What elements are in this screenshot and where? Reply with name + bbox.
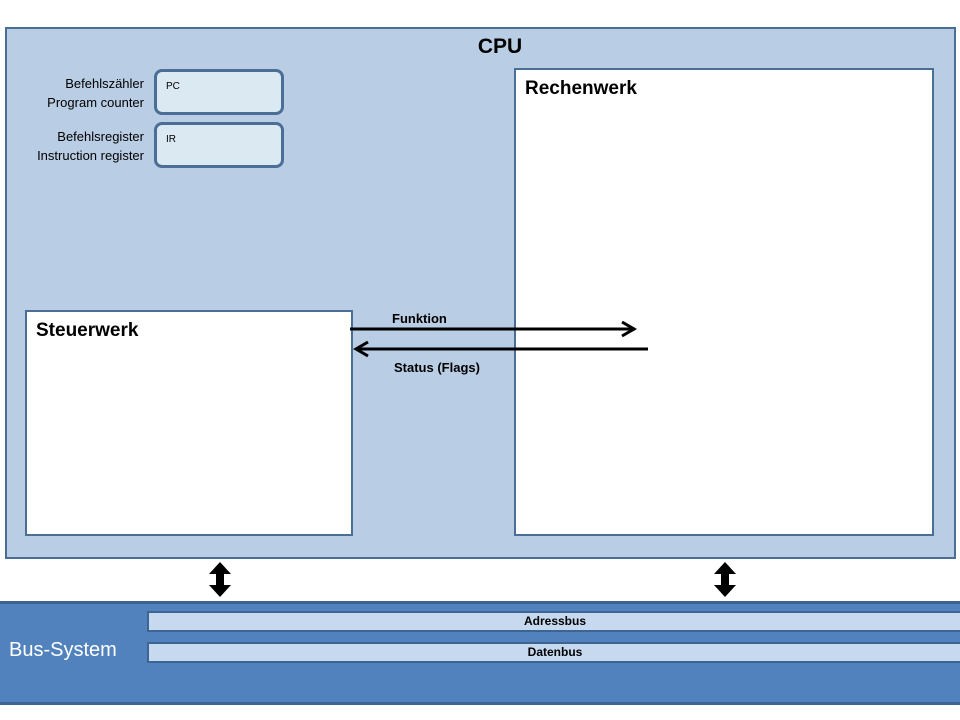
alu-unit-title: Rechenwerk <box>525 78 637 99</box>
ir-label: Befehlsregister Instruction register <box>4 127 144 165</box>
pc-label-de: Befehlszähler <box>65 76 144 91</box>
ir-register: IR <box>154 122 284 168</box>
control-bus-double-arrow <box>209 562 231 597</box>
ir-label-de: Befehlsregister <box>57 129 144 144</box>
ir-label-en: Instruction register <box>37 148 144 163</box>
status-arrow <box>353 340 648 358</box>
bus-system-label: Bus-System <box>9 639 117 661</box>
alu-bus-double-arrow <box>714 562 736 597</box>
control-unit: Steuerwerk <box>25 310 353 536</box>
pc-register-text: PC <box>166 81 180 92</box>
function-arrow <box>350 320 637 338</box>
control-unit-title: Steuerwerk <box>36 320 139 341</box>
address-bus: Adressbus <box>147 611 960 632</box>
data-bus: Datenbus <box>147 642 960 663</box>
cpu-title: CPU <box>477 35 523 58</box>
data-bus-label: Datenbus <box>527 645 583 659</box>
address-bus-label: Adressbus <box>523 614 587 628</box>
function-label: Funktion <box>392 311 447 326</box>
pc-label-en: Program counter <box>47 95 144 110</box>
pc-label: Befehlszähler Program counter <box>4 74 144 112</box>
alu-unit: Rechenwerk <box>514 68 934 536</box>
pc-register: PC <box>154 69 284 115</box>
status-label: Status (Flags) <box>394 360 480 375</box>
ir-register-text: IR <box>166 134 176 145</box>
